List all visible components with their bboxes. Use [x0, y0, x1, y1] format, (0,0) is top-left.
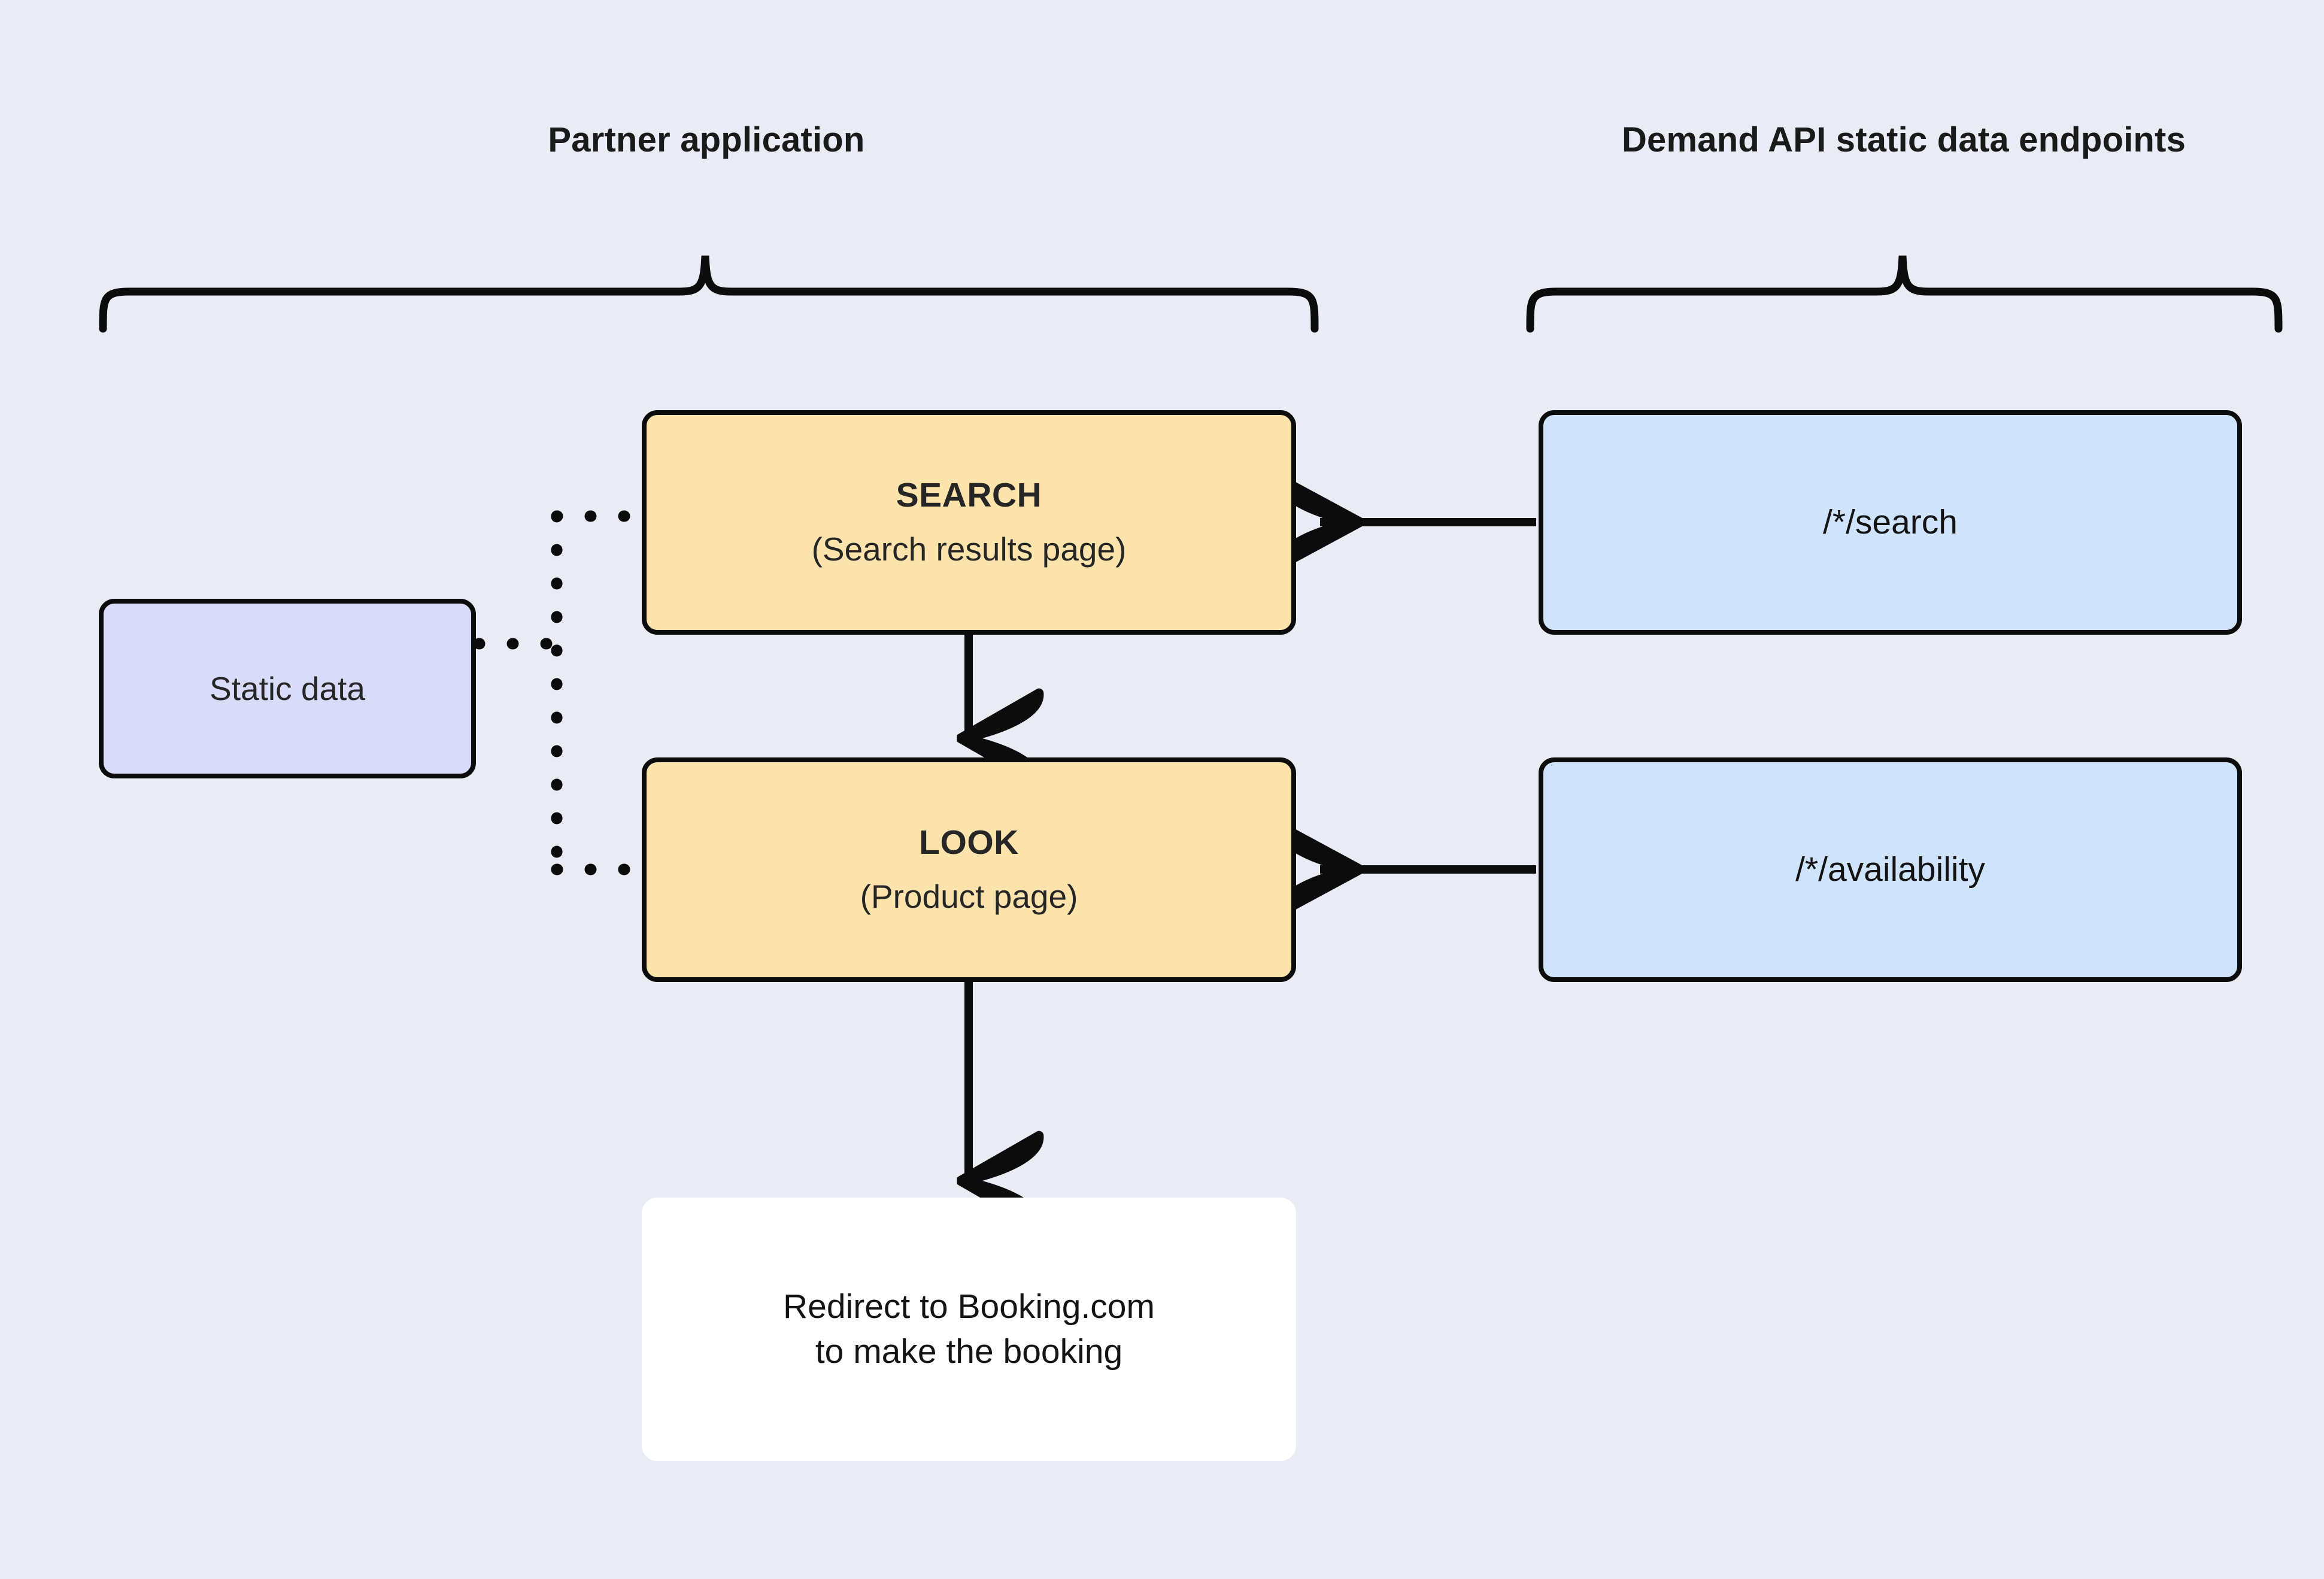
- node-look-title: LOOK: [919, 823, 1019, 862]
- brace-demand-api-endpoints: [1526, 255, 2283, 333]
- brace-partner-application: [99, 255, 1319, 333]
- node-search[interactable]: SEARCH (Search results page): [642, 410, 1296, 635]
- node-availability-endpoint-label: /*/availability: [1795, 850, 1985, 889]
- node-search-endpoint[interactable]: /*/search: [1539, 410, 2242, 635]
- node-search-endpoint-label: /*/search: [1823, 503, 1958, 542]
- node-search-title: SEARCH: [896, 475, 1042, 514]
- node-look-subtitle: (Product page): [860, 878, 1078, 916]
- node-static-data-label: Static data: [210, 670, 365, 707]
- node-redirect-to-booking[interactable]: Redirect to Booking.com to make the book…: [642, 1198, 1296, 1461]
- group-title-demand-api-endpoints: Demand API static data endpoints: [1621, 120, 2186, 159]
- node-look[interactable]: LOOK (Product page): [642, 757, 1296, 982]
- node-search-subtitle: (Search results page): [811, 531, 1127, 568]
- node-redirect-line-1: Redirect to Booking.com: [783, 1287, 1155, 1326]
- node-availability-endpoint[interactable]: /*/availability: [1539, 757, 2242, 982]
- group-title-partner-application: Partner application: [548, 120, 865, 159]
- connector-static-data-fork: [473, 510, 645, 875]
- node-redirect-line-2: to make the booking: [815, 1332, 1123, 1371]
- node-static-data[interactable]: Static data: [99, 599, 476, 778]
